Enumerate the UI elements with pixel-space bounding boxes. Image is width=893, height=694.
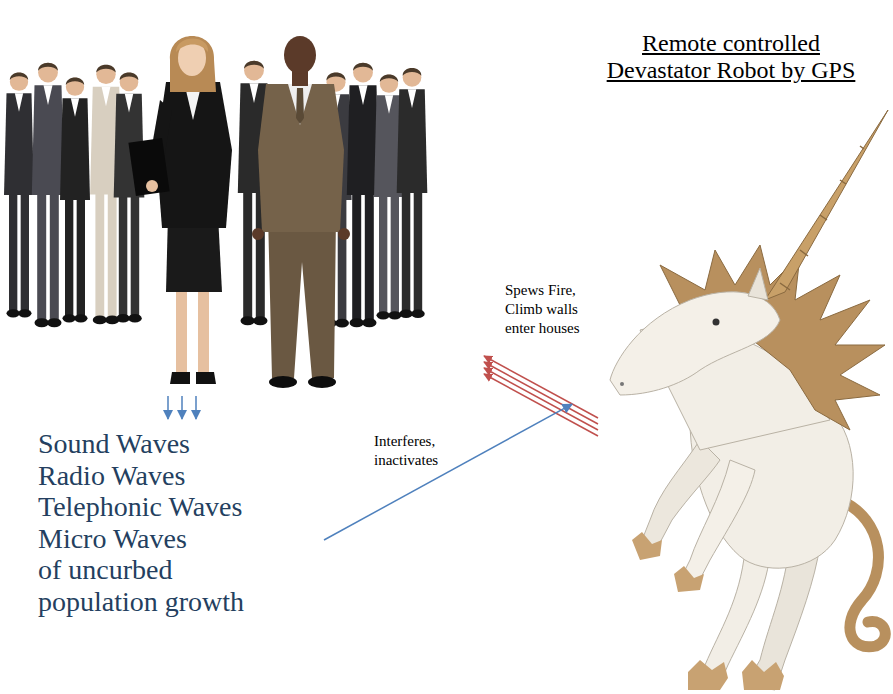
text-line: Interferes, bbox=[374, 432, 438, 451]
head bbox=[284, 36, 316, 74]
leg bbox=[176, 285, 187, 373]
text-line: Radio Waves bbox=[38, 460, 320, 492]
front-leg bbox=[680, 460, 755, 585]
text-line: of uncurbed bbox=[38, 554, 320, 586]
crowd-person bbox=[4, 73, 34, 318]
text-line: inactivates bbox=[374, 451, 438, 470]
shirt bbox=[288, 84, 312, 125]
hoof-feather bbox=[742, 660, 784, 690]
horn-spiral bbox=[780, 146, 864, 290]
wave-list: Sound Waves Radio Waves Telephonic Waves… bbox=[34, 424, 324, 623]
down-arrow bbox=[167, 396, 169, 419]
shoe bbox=[170, 372, 190, 384]
folder bbox=[128, 138, 169, 196]
shoe bbox=[196, 372, 216, 384]
edge-label: Interferes, inactivates bbox=[372, 432, 440, 470]
text-line: population growth bbox=[38, 586, 320, 618]
wave-text: Sound Waves Radio Waves Telephonic Waves… bbox=[38, 428, 320, 617]
hand bbox=[252, 228, 264, 240]
text-line: Spews Fire, bbox=[505, 281, 580, 300]
robot-panel: Remote controlled Devastator Robot by GP… bbox=[572, 26, 890, 688]
hoof-feather bbox=[688, 660, 728, 690]
leg bbox=[198, 285, 209, 373]
man-figure bbox=[252, 36, 350, 388]
eye bbox=[713, 319, 720, 326]
hair bbox=[170, 36, 216, 92]
fire-arrow bbox=[484, 362, 598, 424]
head bbox=[610, 292, 780, 395]
text-line: Telephonic Waves bbox=[38, 491, 320, 523]
note-text: Spews Fire, Climb walls enter houses bbox=[505, 281, 580, 338]
hand bbox=[338, 228, 350, 240]
shoe bbox=[269, 376, 297, 388]
text-line: Devastator Robot by GPS bbox=[596, 57, 866, 84]
down-arrow bbox=[181, 396, 183, 419]
trousers bbox=[268, 215, 336, 378]
crowd-person bbox=[397, 68, 428, 318]
down-arrow bbox=[195, 396, 197, 419]
text-line: Sound Waves bbox=[38, 428, 320, 460]
fire-arrow bbox=[484, 374, 598, 436]
horn bbox=[765, 110, 888, 300]
crowd-person bbox=[32, 63, 64, 328]
hair bbox=[176, 39, 208, 53]
fire-arrow bbox=[484, 356, 598, 418]
nostril bbox=[620, 382, 624, 386]
connector-arrow bbox=[324, 404, 572, 540]
crowd-person bbox=[60, 78, 90, 323]
fire-arrows bbox=[484, 356, 598, 436]
text-line: Climb walls bbox=[505, 300, 580, 319]
tail bbox=[840, 500, 885, 647]
robot-heading: Remote controlled Devastator Robot by GP… bbox=[596, 30, 866, 84]
crowd bbox=[4, 61, 427, 328]
text-line: Remote controlled bbox=[596, 30, 866, 57]
ear bbox=[748, 268, 768, 300]
jacket bbox=[156, 82, 232, 228]
label-holder: Spews Fire, Climb walls enter houses bbox=[505, 281, 580, 338]
woman-figure bbox=[128, 36, 232, 384]
tie bbox=[296, 88, 304, 124]
jacket bbox=[258, 84, 344, 232]
hoof-feather bbox=[632, 532, 662, 560]
text-line: enter houses bbox=[505, 319, 580, 338]
text-line: Micro Waves bbox=[38, 523, 320, 555]
hand bbox=[146, 180, 158, 192]
edge-label-holder: Interferes, inactivates bbox=[372, 432, 440, 470]
unicorn bbox=[610, 110, 888, 690]
crowd-person bbox=[114, 73, 145, 323]
hoof-feather bbox=[674, 566, 704, 592]
down-arrows bbox=[168, 396, 196, 419]
shoe bbox=[308, 376, 336, 388]
